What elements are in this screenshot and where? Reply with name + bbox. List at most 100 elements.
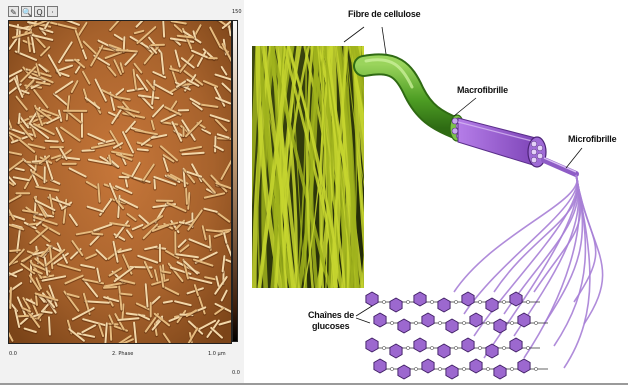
- glucose-unit: [486, 344, 498, 358]
- fibril: [182, 153, 203, 154]
- fibril: [92, 234, 102, 235]
- glucose-chains-label-line2: glucoses: [312, 321, 349, 331]
- oxygen-link: [414, 321, 417, 324]
- oxygen-link: [382, 346, 385, 349]
- microfibril-strand: [464, 175, 577, 314]
- glucose-unit: [414, 292, 426, 306]
- oxygen-link: [510, 367, 513, 370]
- fibril: [10, 288, 11, 308]
- oxygen-link: [454, 300, 457, 303]
- cellulose-hierarchy-diagram: Fibre de cellulose Macrofibrille Microfi…: [244, 0, 628, 385]
- glucose-unit: [510, 338, 522, 352]
- fibril: [98, 184, 99, 202]
- blank-icon[interactable]: ·: [47, 6, 58, 17]
- x-axis-start-label: 0.0: [9, 351, 17, 357]
- fibril: [19, 114, 20, 123]
- glucose-unit: [414, 338, 426, 352]
- afm-fibril-image: [9, 21, 231, 343]
- microfibril-strand: [454, 175, 577, 292]
- glucose-unit: [446, 365, 458, 379]
- fibril: [163, 21, 164, 37]
- glucose-unit: [422, 313, 434, 327]
- microfibril-label: Microfibrille: [568, 134, 616, 144]
- pencil-icon[interactable]: ✎: [8, 6, 19, 17]
- glucose-unit: [366, 338, 378, 352]
- glucose-unit: [398, 319, 410, 333]
- fibril: [154, 179, 155, 188]
- glucose-unit: [518, 313, 530, 327]
- hierarchy-illustration: [244, 0, 628, 385]
- glucose-unit: [462, 338, 474, 352]
- glucose-unit: [462, 292, 474, 306]
- glucose-unit: [510, 292, 522, 306]
- fibril: [186, 189, 187, 204]
- oxygen-link: [502, 300, 505, 303]
- glucose-unit: [494, 365, 506, 379]
- fibril: [10, 250, 20, 251]
- glucose-unit: [398, 365, 410, 379]
- scale-bottom-label: 0.0: [232, 370, 240, 376]
- fibril: [49, 317, 50, 334]
- fibril: [36, 295, 37, 305]
- oxygen-link: [390, 321, 393, 324]
- oxygen-link: [462, 367, 465, 370]
- oxygen-link: [414, 367, 417, 370]
- oxygen-link: [406, 300, 409, 303]
- oxygen-link: [390, 367, 393, 370]
- fibril: [19, 31, 20, 52]
- fibre-label: Fibre de cellulose: [348, 9, 420, 19]
- glucose-unit: [494, 319, 506, 333]
- oxygen-link: [406, 346, 409, 349]
- microfibril-strand: [474, 175, 577, 336]
- oxygen-link: [526, 300, 529, 303]
- fibril: [162, 271, 170, 272]
- cellulose-fibre-tube: [364, 60, 464, 141]
- oxygen-link: [534, 321, 537, 324]
- glucose-unit: [366, 292, 378, 306]
- macrofibril-label: Macrofibrille: [457, 85, 508, 95]
- oxygen-link: [478, 346, 481, 349]
- glucose-unit: [390, 344, 402, 358]
- scale-top-label: 150: [232, 9, 242, 15]
- glucose-chains-label-line1: Chaînes de: [308, 310, 354, 320]
- zoom-out-icon[interactable]: Q: [34, 6, 45, 17]
- glucose-unit: [374, 359, 386, 373]
- x-axis-end-label: 1.0 µm: [208, 351, 226, 357]
- sem-fibre: [362, 46, 388, 288]
- afm-micrograph: [8, 20, 232, 344]
- oxygen-link: [430, 346, 433, 349]
- fibril: [121, 294, 131, 295]
- channel-label: 2. Phase: [112, 351, 133, 357]
- oxygen-link: [462, 321, 465, 324]
- macrofibril-bundle: [458, 118, 546, 167]
- fibril: [138, 149, 148, 150]
- glucose-unit: [374, 313, 386, 327]
- glucose-unit: [422, 359, 434, 373]
- glucose-unit: [438, 298, 450, 312]
- oxygen-link: [478, 300, 481, 303]
- glucose-unit: [470, 313, 482, 327]
- fibril: [82, 150, 94, 151]
- glucose-unit: [470, 359, 482, 373]
- fibril: [46, 141, 58, 142]
- zoom-icon[interactable]: 🔍: [21, 6, 32, 17]
- fibril: [18, 316, 28, 317]
- glucose-unit: [390, 298, 402, 312]
- afm-toolbar: ✎ 🔍 Q ·: [8, 6, 58, 18]
- microfibril-strand: [494, 175, 578, 292]
- oxygen-link: [534, 367, 537, 370]
- glucose-unit: [486, 298, 498, 312]
- oxygen-link: [430, 300, 433, 303]
- oxygen-link: [438, 367, 441, 370]
- glucose-chain-strands: [454, 175, 603, 368]
- sem-fibre-image: [244, 46, 417, 288]
- oxygen-link: [454, 346, 457, 349]
- oxygen-link: [510, 321, 513, 324]
- fibril: [110, 324, 111, 340]
- microfibril-rod: [544, 158, 576, 174]
- fibril: [42, 311, 52, 312]
- oxygen-link: [382, 300, 385, 303]
- oxygen-link: [486, 321, 489, 324]
- glucose-unit: [438, 344, 450, 358]
- height-scale-bar: [232, 20, 238, 342]
